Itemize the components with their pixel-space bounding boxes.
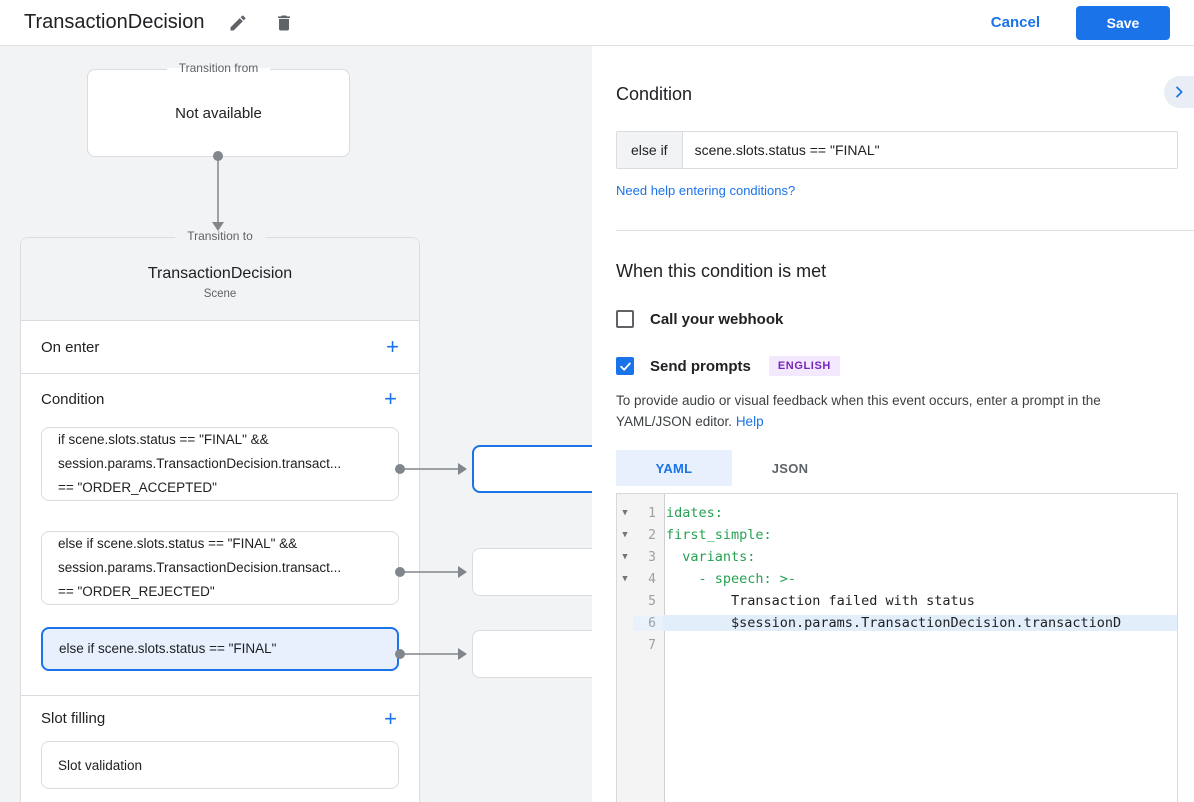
on-enter-section: On enter + (21, 321, 419, 374)
send-prompts-checkbox[interactable] (616, 357, 634, 375)
transition-from-box: Transition from Not available (87, 61, 350, 157)
code-line: ▼ 2 first_simple: (617, 524, 1177, 546)
fold-arrow-icon[interactable]: ▼ (622, 574, 628, 584)
help-link[interactable]: Help (735, 414, 764, 429)
prompt-helper-text: To provide audio or visual feedback when… (616, 390, 1176, 432)
cancel-button[interactable]: Cancel (990, 14, 1040, 31)
pencil-icon (228, 13, 248, 33)
tab-json[interactable]: JSON (732, 450, 848, 486)
slot-filling-label: Slot filling (41, 710, 106, 727)
code-line: ▼ 3 variants: (617, 546, 1177, 568)
editor-gutter (617, 494, 665, 802)
transition-target-node-1[interactable] (472, 445, 592, 493)
condition-section-label: Condition (41, 390, 105, 408)
scene-header[interactable]: TransactionDecision Scene (21, 238, 419, 321)
fold-arrow-icon[interactable]: ▼ (622, 508, 628, 518)
tab-yaml[interactable]: YAML (616, 450, 732, 486)
code-text: idates: (666, 505, 723, 521)
on-enter-label: On enter (41, 338, 100, 356)
add-on-enter-button[interactable]: + (386, 334, 399, 359)
transition-from-value: Not available (175, 104, 262, 122)
condition-text-line: else if scene.slots.status == "FINAL" && (58, 536, 298, 551)
code-text: - speech: >- (666, 571, 797, 587)
trash-icon (274, 13, 294, 33)
condition-text-line: session.params.TransactionDecision.trans… (58, 456, 342, 471)
condition-text-line: session.params.TransactionDecision.trans… (58, 560, 342, 575)
slot-validation-label: Slot validation (58, 757, 143, 773)
line-number: 3 (648, 549, 656, 565)
transition-target-node-3[interactable] (472, 630, 592, 678)
condition-card-rejected[interactable]: else if scene.slots.status == "FINAL" &&… (41, 531, 399, 605)
line-number: 6 (633, 615, 663, 631)
condition-expression-row: else if (616, 131, 1178, 169)
condition-text-line: else if scene.slots.status == "FINAL" (59, 641, 277, 656)
transition-to-legend: Transition to (175, 229, 265, 243)
transition-to-box: Transition to TransactionDecision Scene … (20, 229, 420, 802)
line-number: 5 (648, 593, 656, 609)
webhook-option-row: Call your webhook (616, 310, 1194, 328)
code-line: ▼ 4 - speech: >- (617, 568, 1177, 590)
line-number: 4 (648, 571, 656, 587)
chevron-right-icon (1171, 84, 1187, 100)
scene-diagram-canvas: Transition from Not available Transition… (0, 46, 592, 802)
code-line: ▼ 1 idates: (617, 502, 1177, 524)
code-text: first_simple: (666, 527, 772, 543)
scene-name: TransactionDecision (147, 264, 293, 282)
line-number: 2 (648, 527, 656, 543)
yaml-code-editor[interactable]: ▼ 1 idates: ▼ 2 first_simple: ▼ 3 varian… (616, 493, 1178, 802)
send-prompts-label: Send prompts (650, 357, 751, 375)
code-line: 7 (617, 634, 1177, 656)
slot-filling-section: Slot filling + Slot validation (21, 696, 419, 789)
code-line: 5 Transaction failed with status (617, 590, 1177, 612)
language-badge: ENGLISH (768, 356, 840, 376)
condition-card-accepted[interactable]: if scene.slots.status == "FINAL" && sess… (41, 427, 399, 501)
when-met-title: When this condition is met (616, 261, 827, 281)
webhook-label: Call your webhook (650, 310, 784, 328)
line-number: 7 (648, 637, 656, 653)
code-line-highlighted: 6 $session.params.TransactionDecision.tr… (617, 612, 1177, 634)
line-number: 1 (648, 505, 656, 521)
condition-help-link[interactable]: Need help entering conditions? (616, 183, 796, 198)
slot-validation-card[interactable]: Slot validation (41, 741, 399, 789)
fold-arrow-icon[interactable]: ▼ (622, 552, 628, 562)
condition-text-line: if scene.slots.status == "FINAL" && (58, 432, 269, 447)
transition-from-legend: Transition from (166, 61, 271, 75)
condition-editor-panel: Condition else if Need help entering con… (592, 46, 1194, 802)
checkmark-icon (619, 360, 632, 373)
save-button[interactable]: Save (1076, 5, 1170, 40)
send-prompts-option-row: Send prompts ENGLISH (616, 356, 1194, 376)
add-condition-button[interactable]: + (384, 386, 397, 411)
page-title: TransactionDecision (24, 11, 205, 33)
condition-card-final-selected[interactable]: else if scene.slots.status == "FINAL" (41, 627, 399, 671)
condition-prefix: else if (617, 132, 683, 168)
scene-type-label: Scene (203, 287, 237, 300)
panel-title: Condition (616, 84, 693, 104)
fold-arrow-icon[interactable]: ▼ (622, 530, 628, 540)
delete-scene-button[interactable] (272, 11, 296, 35)
panel-divider (616, 230, 1194, 231)
code-text: $session.params.TransactionDecision.tran… (663, 615, 1177, 631)
transition-target-node-2[interactable] (472, 548, 592, 596)
webhook-checkbox[interactable] (616, 310, 634, 328)
code-text: variants: (666, 549, 756, 565)
condition-expression-input[interactable] (682, 132, 1177, 168)
condition-text-line: == "ORDER_ACCEPTED" (58, 480, 217, 495)
condition-section: Condition + if scene.slots.status == "FI… (21, 374, 419, 696)
edit-title-button[interactable] (226, 11, 250, 35)
helper-text-body: To provide audio or visual feedback when… (616, 393, 1101, 429)
collapse-panel-button[interactable] (1164, 76, 1194, 108)
condition-text-line: == "ORDER_REJECTED" (58, 584, 215, 599)
top-bar: TransactionDecision Cancel Save (0, 0, 1194, 46)
add-slot-button[interactable]: + (384, 705, 397, 731)
code-text: Transaction failed with status (666, 593, 975, 609)
editor-format-tabs: YAML JSON (616, 450, 1194, 486)
